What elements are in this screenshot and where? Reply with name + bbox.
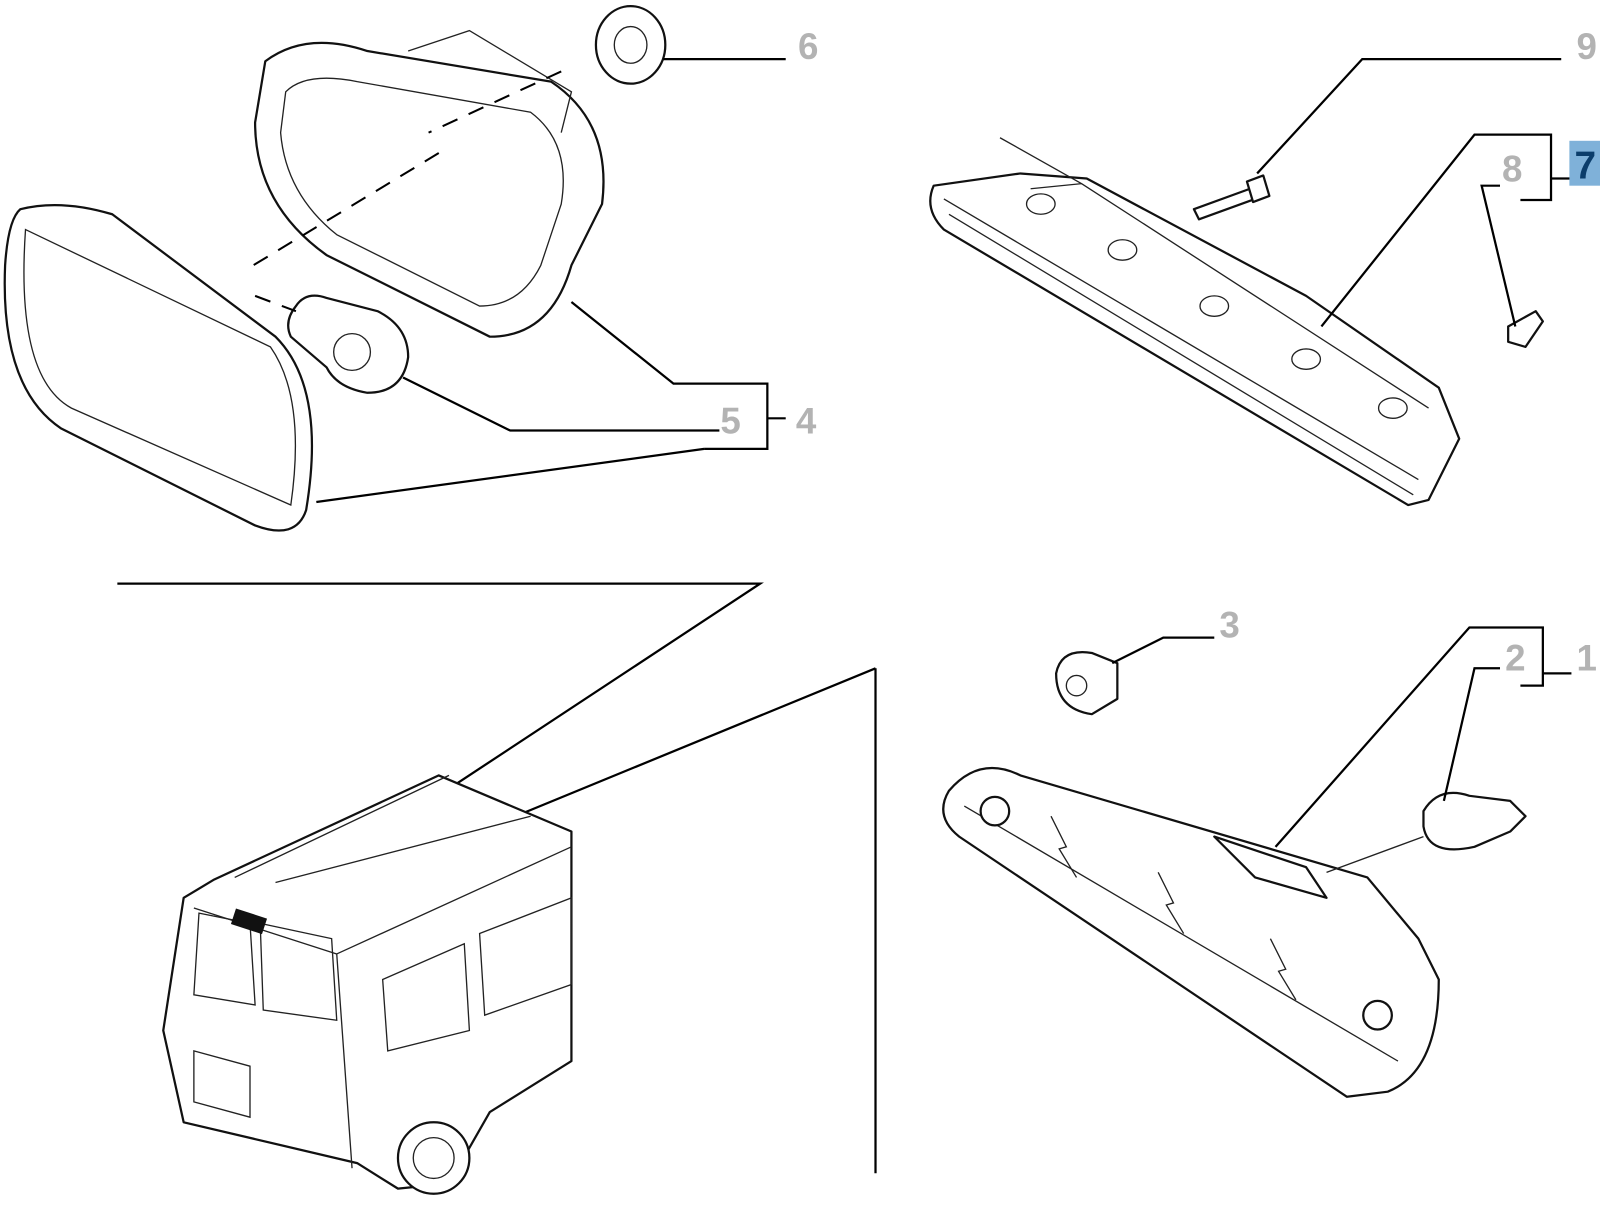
bulb-5 [287,294,410,394]
callout-7[interactable]: 7 [1574,145,1596,188]
callout-2: 2 [1505,637,1525,678]
bulb-8 [1507,310,1544,349]
led-stop-lamp [929,137,1461,507]
callout-5: 5 [720,401,740,442]
callout-1: 1 [1577,637,1597,678]
lamp-housing [253,29,605,338]
callout-9: 9 [1577,26,1597,67]
bulb-2 [1422,791,1527,851]
lamp-lens [3,203,314,532]
highlight-7 [1569,140,1600,186]
callout-8: 8 [1502,149,1522,190]
van-rear-view [162,774,573,1195]
callout-4: 4 [796,401,817,442]
screw-9 [1192,174,1271,221]
stop-lamp [942,766,1440,1098]
callout-3: 3 [1219,605,1239,646]
grommet-3 [1055,651,1119,716]
callout-6: 6 [798,26,818,67]
grommet-6 [594,4,667,85]
